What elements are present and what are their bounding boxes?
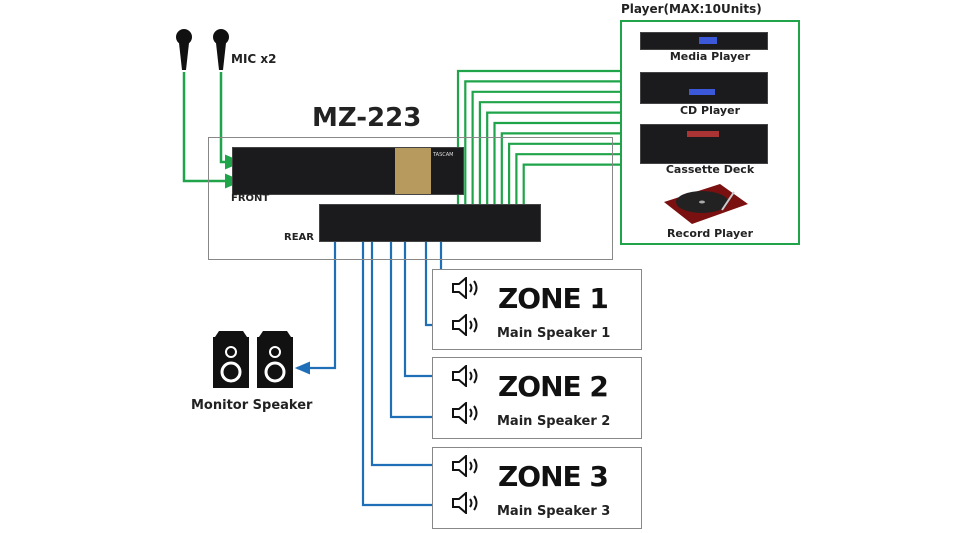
front-panel-gold-section [395,148,431,194]
player-cable [473,101,620,225]
front-label: FRONT [231,193,270,204]
monitor-speaker-icons [213,331,293,388]
zone-title: ZONE 1 [498,282,609,315]
mic-cable-1 [182,72,243,189]
mixer-title: MZ-223 [312,103,422,133]
monitor-speaker-label: Monitor Speaker [191,398,313,413]
player-cable [495,132,620,225]
microphone-icon [176,29,192,70]
speaker-icon [452,365,478,387]
player-cable [509,153,620,225]
speaker-icon [452,314,478,336]
speaker-icon [452,277,478,299]
media-player-icon [640,32,768,50]
monitor-speaker-icon [257,331,293,388]
zone-title: ZONE 3 [498,460,609,493]
front-panel-brand: TASCAM [433,152,454,158]
mic-label: MIC x2 [231,52,277,66]
cd-player-icon [640,72,768,104]
microphone-icons [176,29,229,70]
cassette-deck-icon [640,124,768,164]
mixer-front-panel: TASCAM [232,147,464,195]
player-cable [480,111,620,225]
player-cable [502,142,620,225]
speaker-icon [452,402,478,424]
player-cable [487,121,620,225]
zone-speaker-label: Main Speaker 3 [497,504,611,519]
zone-title: ZONE 2 [498,370,609,403]
turntable-icon [664,184,748,224]
player-label: Cassette Deck [665,163,755,176]
mixer-rear-panel [319,204,541,242]
mixer-enclosure [208,137,613,260]
monitor-cable [294,229,337,375]
players-box: Media Player CD Player Cassette Deck Rec… [620,20,800,245]
monitor-speaker-icon [213,331,249,388]
rear-label: REAR [284,232,314,243]
player-cable [466,90,620,225]
player-label: Media Player [669,50,751,63]
zone3-cable-a [370,230,455,472]
player-cable [517,163,620,225]
speaker-icon [452,492,478,514]
player-label: CD Player [679,104,740,117]
player-cable [458,80,620,225]
zone3-cable-b [361,230,455,512]
zone-speaker-label: Main Speaker 1 [497,326,611,341]
zone-speaker-label: Main Speaker 2 [497,414,611,429]
player-label: Record Player [666,227,754,240]
speaker-icon [452,455,478,477]
zone2-cable-b [389,230,455,424]
players-title: Player(MAX:10Units) [621,2,762,16]
microphone-icon [213,29,229,70]
